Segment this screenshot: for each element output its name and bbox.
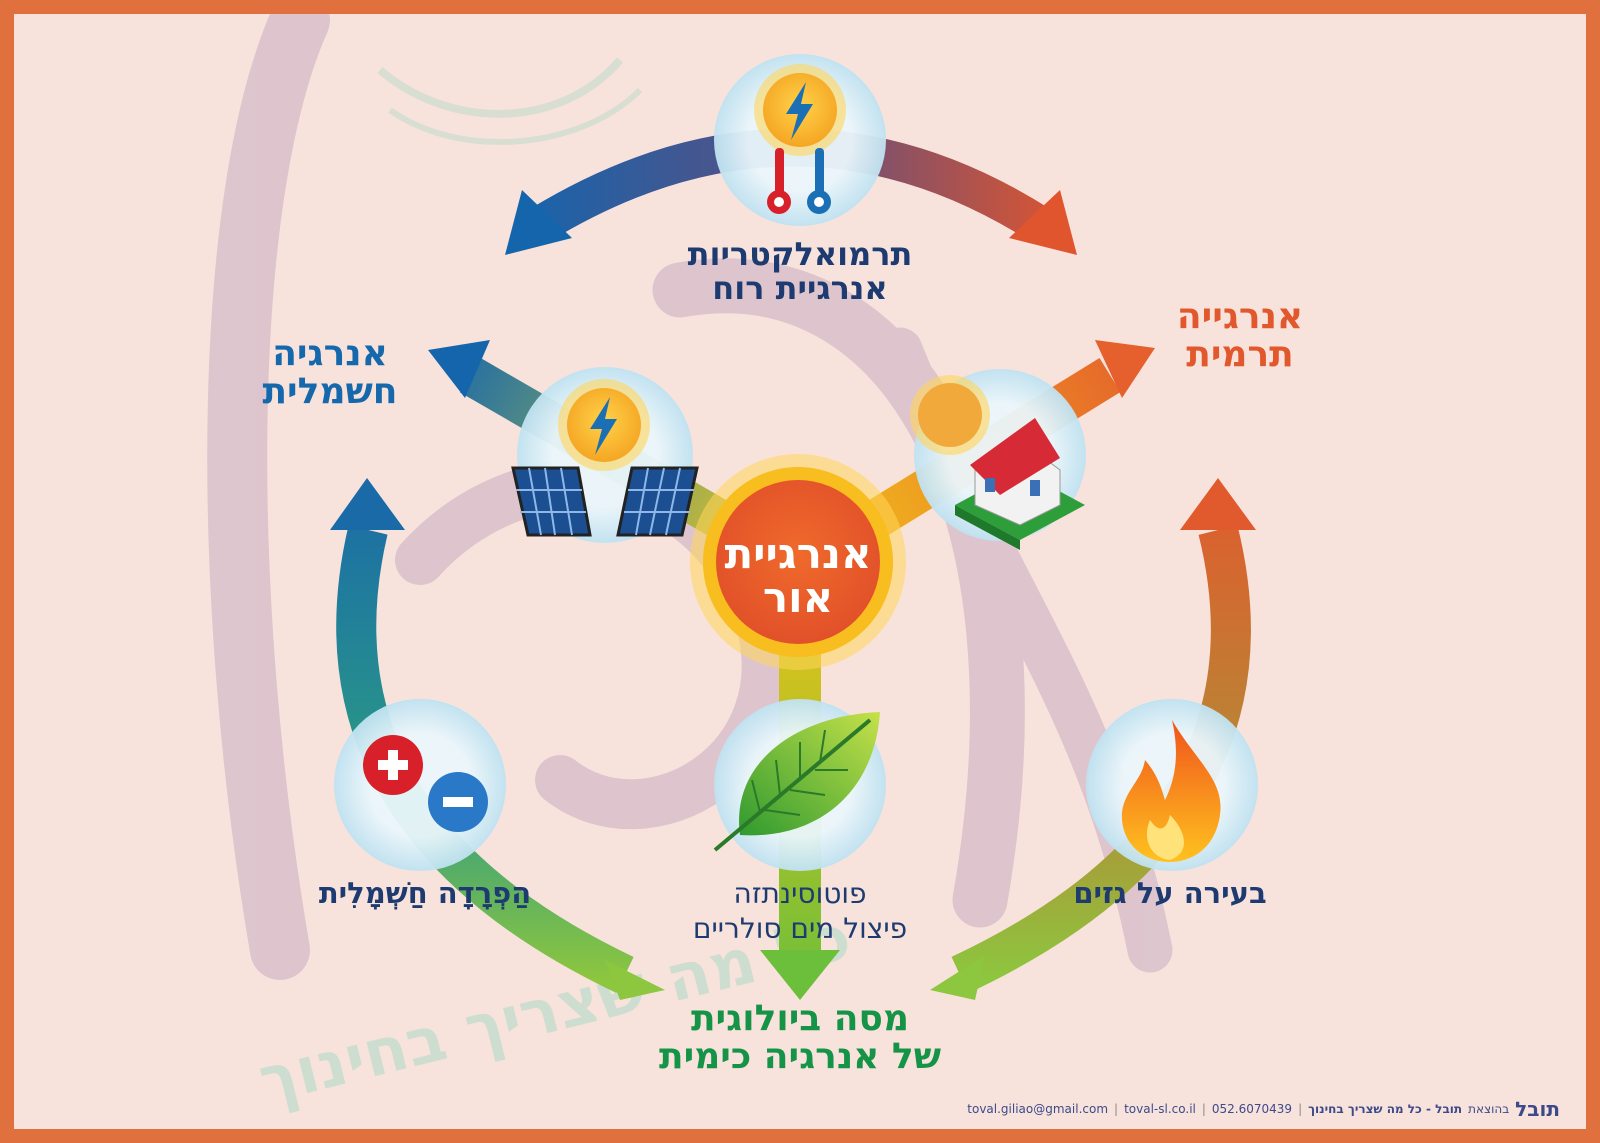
- solar-panel-icon: [511, 466, 592, 537]
- top-label: תרמואלקטריות אנרגיית רוח: [640, 235, 960, 307]
- photosynthesis-line2: פיצול מים סולריים: [692, 912, 908, 945]
- thermoelectric-bubble: [714, 54, 886, 226]
- biomass-label: מסה ביולוגית של אנרגיה כימית: [610, 1000, 990, 1076]
- electric-line2: חשמלית: [262, 370, 398, 412]
- center-line1: אנרגיית: [724, 529, 872, 578]
- combustion-bubble: [1086, 699, 1258, 871]
- footer: תובל בהוצאת תובל - כל מה שצריך בחינוך | …: [967, 1097, 1560, 1121]
- footer-email-link[interactable]: toval.giliao@gmail.com: [967, 1102, 1109, 1116]
- electric-energy-label: אנרגיה חשמלית: [240, 335, 420, 411]
- combustion-text: בעירה על גזים: [1073, 876, 1267, 910]
- electrolysis-text: הַפְרָדָה חַשְׁמָלִית: [318, 876, 532, 910]
- biomass-line2: של אנרגיה כימית: [659, 1035, 941, 1077]
- leaf-icon: [713, 712, 880, 852]
- center-label: אנרגיית אור: [698, 529, 898, 623]
- electric-line1: אנרגיה: [272, 333, 388, 374]
- electrolysis-bubble: [334, 699, 506, 871]
- footer-brand: תובל - כל מה שצריך בחינוך: [1308, 1102, 1463, 1116]
- thermal-line1: אנרגייה: [1176, 296, 1304, 337]
- plus-icon: [363, 735, 423, 795]
- footer-site-link[interactable]: toval-sl.co.il: [1124, 1102, 1196, 1116]
- sun-bolt-icon: [754, 64, 846, 156]
- thermometer-hot-icon: [767, 148, 791, 214]
- electrolysis-label: הַפְרָדָה חַשְׁמָלִית: [280, 876, 570, 910]
- footer-prefix: בהוצאת: [1468, 1102, 1510, 1116]
- photosynthesis-line1: פוטוסינתזה: [733, 877, 867, 910]
- center-line2: אור: [762, 573, 834, 623]
- footer-phone: 052.6070439: [1211, 1102, 1293, 1116]
- solar-bubble: [511, 367, 699, 543]
- house-bubble: [910, 369, 1086, 550]
- photosynthesis-bubble: [713, 699, 886, 871]
- flame-icon: [1121, 720, 1221, 862]
- publisher-logo: תובל: [1515, 1097, 1560, 1121]
- minus-icon: [428, 772, 488, 832]
- solar-panel-icon: [616, 466, 699, 537]
- top-line1: תרמואלקטריות: [687, 235, 913, 273]
- biomass-line1: מסה ביולוגית: [690, 998, 910, 1039]
- house-icon: [955, 418, 1085, 550]
- top-line2: אנרגיית רוח: [712, 268, 888, 307]
- combustion-label: בעירה על גזים: [1050, 876, 1290, 910]
- thermal-line2: תרמית: [1186, 333, 1294, 375]
- thermal-energy-label: אנרגייה תרמית: [1150, 298, 1330, 374]
- thermometer-cold-icon: [807, 148, 831, 214]
- photosynthesis-label: פוטוסינתזה פיצול מים סולריים: [640, 876, 960, 946]
- sun-bolt-icon: [558, 379, 650, 471]
- light-energy-sun: [690, 454, 906, 670]
